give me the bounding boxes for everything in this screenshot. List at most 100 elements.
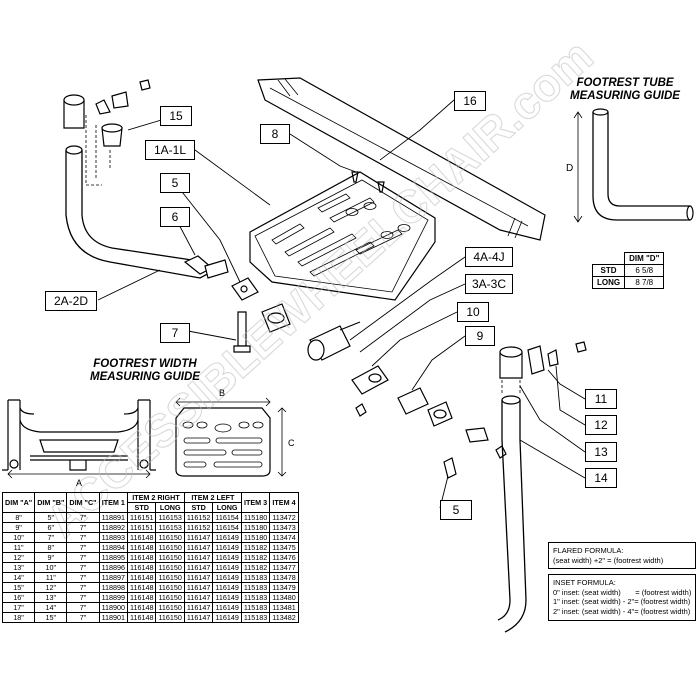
table-cell: 115180 (240, 522, 271, 533)
subcol-left-long: LONG (212, 502, 242, 513)
table-cell: 12" (1, 552, 36, 563)
table-cell: 116148 (127, 602, 157, 613)
callout-10: 10 (457, 302, 489, 322)
table-cell: 7" (66, 512, 100, 523)
callout-3a-3c: 3A-3C (465, 274, 513, 294)
table-cell: 116149 (212, 602, 242, 613)
table-cell: 7" (66, 552, 100, 563)
tube-dim-row-label: LONG (591, 276, 626, 289)
width-dim-a-label: A (76, 478, 83, 488)
table-cell: 118891 (98, 512, 129, 523)
tube-guide-title-line2: MEASURING GUIDE (570, 90, 680, 102)
callout-16: 16 (454, 91, 486, 111)
table-cell: 7" (66, 612, 100, 623)
col-dim-c: DIM "C" (66, 492, 100, 513)
flared-formula-title: FLARED FORMULA: (553, 546, 624, 555)
subcol-right-long: LONG (155, 502, 185, 513)
callout-11: 11 (585, 389, 617, 409)
table-cell: 116149 (212, 542, 242, 553)
table-cell: 116150 (155, 552, 185, 563)
subcol-right-std: STD (127, 502, 157, 513)
tube-dim-d-label: D (566, 163, 574, 174)
table-cell: 115183 (240, 602, 271, 613)
table-cell: 118901 (98, 612, 129, 623)
table-cell: 118893 (98, 532, 129, 543)
col-item-2-right: ITEM 2 RIGHT (127, 492, 185, 503)
table-cell: 11" (1, 542, 36, 553)
table-cell: 116148 (127, 592, 157, 603)
table-cell: 113482 (269, 612, 299, 623)
table-cell: 113477 (269, 562, 299, 573)
width-dim-b-label: B (219, 388, 226, 398)
flared-formula-box: FLARED FORMULA: (seat width) +2" = (foot… (548, 542, 696, 569)
parts-table: DIM "A" DIM "B" DIM "C" ITEM 1 ITEM 2 RI… (1, 492, 299, 623)
table-cell: 116151 (127, 522, 157, 533)
col-item-2-left: ITEM 2 LEFT (183, 492, 242, 503)
table-cell: 18" (1, 612, 36, 623)
table-cell: 118895 (98, 552, 129, 563)
table-cell: 7" (66, 542, 100, 553)
table-cell: 15" (34, 612, 68, 623)
table-cell: 115182 (240, 542, 271, 553)
table-cell: 116147 (183, 532, 214, 543)
callout-9: 9 (465, 326, 495, 346)
table-cell: 116147 (183, 582, 214, 593)
callout-13: 13 (585, 442, 617, 462)
table-cell: 115182 (240, 552, 271, 563)
table-cell: 7" (34, 532, 68, 543)
table-cell: 11" (34, 572, 68, 583)
table-cell: 7" (66, 582, 100, 593)
table-cell: 116149 (212, 612, 242, 623)
table-cell: 10" (1, 532, 36, 543)
flared-formula-line: (seat width) +2" = (footrest width) (553, 555, 664, 565)
footrest-tube-right (497, 400, 511, 621)
width-dim-c-label: C (288, 438, 295, 448)
table-cell: 116153 (155, 512, 185, 523)
col-dim-b: DIM "B" (34, 492, 68, 513)
table-cell: 15" (1, 582, 36, 593)
table-cell: 17" (1, 602, 36, 613)
width-guide-title-line2: MEASURING GUIDE (90, 371, 200, 383)
table-cell: 115180 (240, 532, 271, 543)
callout-2a-2d: 2A-2D (45, 291, 97, 311)
table-cell: 7" (66, 532, 100, 543)
inset-formula-title: INSET FORMULA: (553, 578, 616, 587)
table-cell: 10" (34, 562, 68, 573)
table-cell: 116149 (212, 552, 242, 563)
table-cell: 116149 (212, 582, 242, 593)
table-cell: 12" (34, 582, 68, 593)
table-cell: 118898 (98, 582, 129, 593)
callout-12: 12 (585, 415, 617, 435)
tube-guide-title-line1: FOOTREST TUBE (576, 77, 674, 89)
table-cell: 14" (34, 602, 68, 613)
table-cell: 116148 (127, 542, 157, 553)
tube-dim-row-value: 8 7/8 (624, 276, 665, 289)
table-cell: 13" (1, 562, 36, 573)
table-cell: 6" (34, 522, 68, 533)
width-guide-title: FOOTREST WIDTH MEASURING GUIDE (80, 358, 210, 384)
table-cell: 115183 (240, 582, 271, 593)
table-cell: 116147 (183, 592, 214, 603)
callout-4a-4j: 4A-4J (465, 247, 513, 267)
callout-6: 6 (160, 207, 190, 227)
table-cell: 5" (34, 512, 68, 523)
table-cell: 116149 (212, 592, 242, 603)
table-cell: 116149 (212, 572, 242, 583)
table-cell: 116153 (155, 522, 185, 533)
table-cell: 116147 (183, 572, 214, 583)
table-cell: 116152 (183, 512, 214, 523)
inset-formula-line: 1" inset: (seat width) - 2"= (footrest w… (553, 597, 691, 606)
table-cell: 9" (34, 552, 68, 563)
table-cell: 113473 (269, 522, 299, 533)
table-cell: 116150 (155, 612, 185, 623)
